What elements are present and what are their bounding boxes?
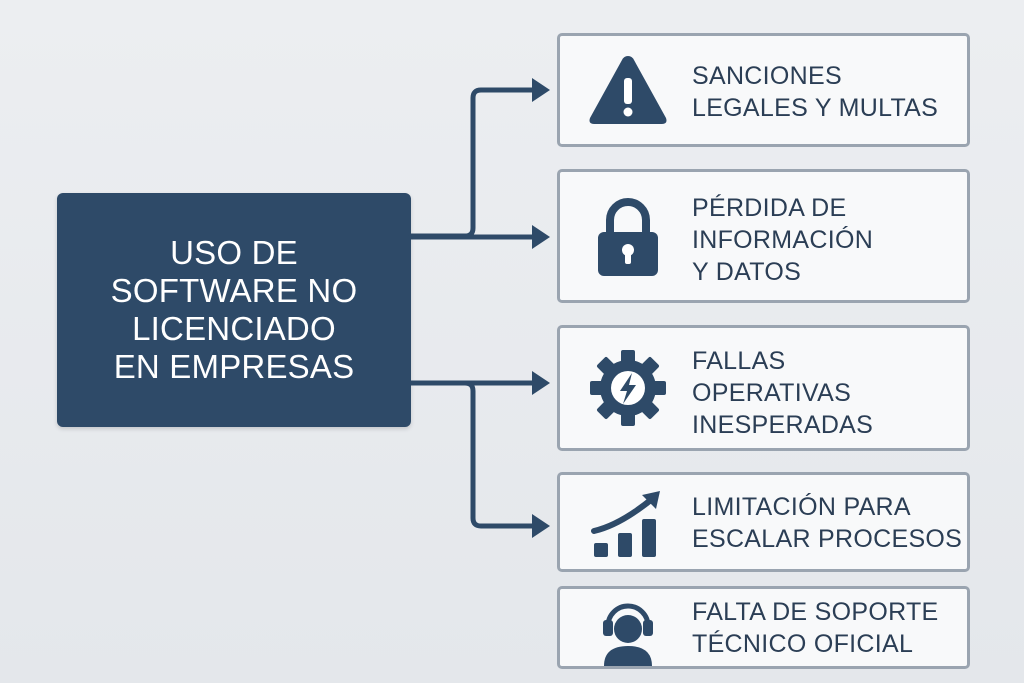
consequence-label: FALTA DE SOPORTE TÉCNICO OFICIAL: [692, 598, 939, 658]
consequence-card-scaling-limits: LIMITACIÓN PARA ESCALAR PROCESOS: [557, 472, 970, 572]
headset-support-icon: [586, 586, 670, 670]
arrowhead-1: [532, 78, 550, 102]
consequence-card-operational-failures: FALLAS OPERATIVAS INESPERADAS: [557, 325, 970, 451]
arrowhead-4: [532, 514, 550, 538]
arrowhead-3: [532, 371, 550, 395]
connector-line-1: [408, 87, 539, 239]
connector-line-4: [408, 380, 539, 529]
consequence-label: SANCIONES LEGALES Y MULTAS: [692, 62, 939, 122]
gear-icon: [586, 346, 670, 430]
consequence-card-legal: SANCIONES LEGALES Y MULTAS: [557, 33, 970, 147]
central-title: USO DE SOFTWARE NO LICENCIADO EN EMPRESA…: [110, 234, 358, 385]
arrowhead-2: [532, 225, 550, 249]
consequence-card-no-support: FALTA DE SOPORTE TÉCNICO OFICIAL: [557, 586, 970, 669]
consequence-card-data-loss: PÉRDIDA DE INFORMACIÓN Y DATOS: [557, 169, 970, 303]
warning-icon: [586, 48, 670, 132]
central-box: USO DE SOFTWARE NO LICENCIADO EN EMPRESA…: [57, 193, 411, 427]
consequence-label: PÉRDIDA DE INFORMACIÓN Y DATOS: [692, 194, 874, 286]
growth-chart-icon: [586, 481, 670, 565]
lock-icon: [586, 194, 670, 278]
consequence-label: FALLAS OPERATIVAS INESPERADAS: [692, 347, 874, 439]
consequence-label: LIMITACIÓN PARA ESCALAR PROCESOS: [692, 493, 963, 553]
